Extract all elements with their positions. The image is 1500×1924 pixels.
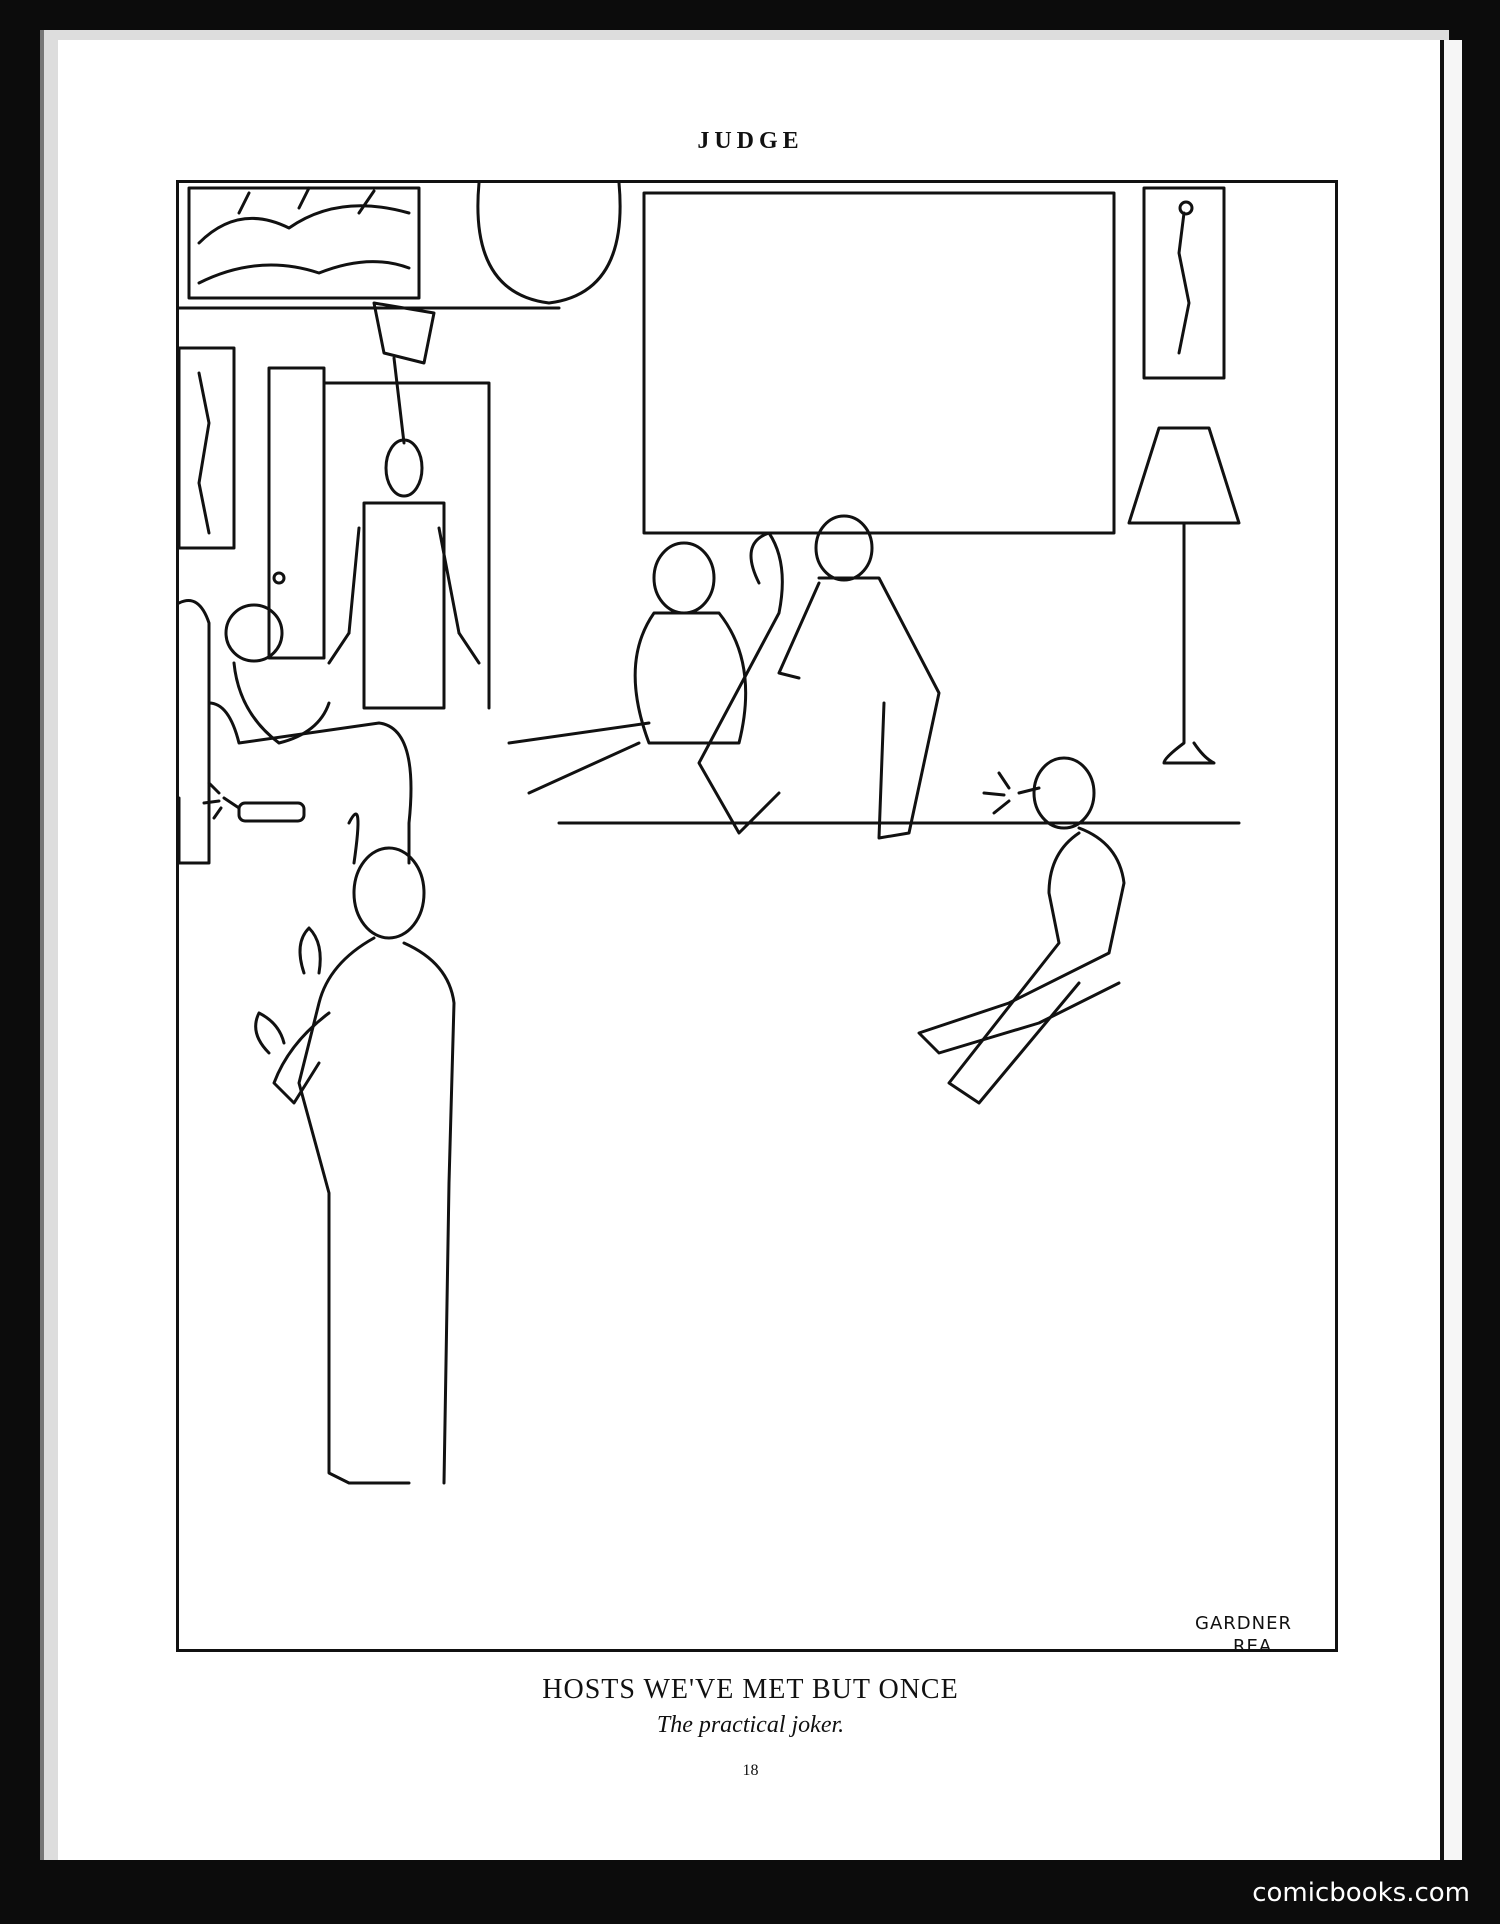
caption-title: HOSTS WE'VE MET BUT ONCE [542,1674,959,1705]
hanging-lamp [476,183,622,305]
magazine-page: JUDGE [58,40,1443,1860]
caption-subtitle: The practical joker. [656,1712,845,1738]
artist-signature: Gardner Rea. [1195,1613,1335,1658]
armchair [179,599,413,865]
page-number: 18 [742,1762,759,1779]
man-in-armchair [224,603,331,745]
signature-line-2: Rea. [1233,1635,1279,1657]
doorway [267,366,491,710]
man-with-snake [254,846,456,1485]
cartoon-illustration: Gardner Rea. [176,180,1338,1657]
man-pulling-chair [697,514,941,840]
magazine-header: JUDGE [697,128,804,154]
woman-falling [507,541,748,795]
dynamite [179,781,360,865]
floor-lamp [1127,426,1241,765]
signature-line-1: Gardner [1195,1613,1292,1634]
watermark: comicbooks.com [1252,1878,1470,1908]
facing-page-edge [1440,40,1462,1860]
landscape-painting [187,186,421,300]
figure-painting-left [179,346,236,550]
wall-mirror [642,191,1116,535]
figure-painting-right [1142,186,1226,380]
butler-with-lampshade [327,301,481,710]
man-exploding-cigar [917,756,1126,1105]
